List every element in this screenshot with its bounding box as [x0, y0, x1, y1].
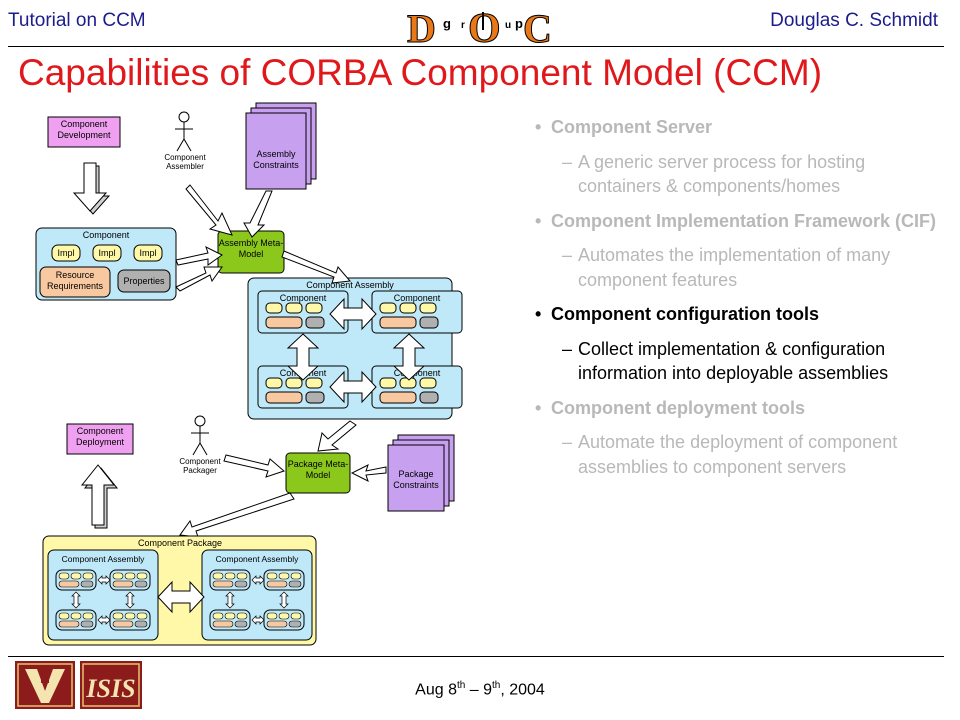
component-development-label: Component Development — [57, 119, 111, 140]
sub-bullet-cif: –Automates the implementation of many co… — [562, 245, 891, 290]
develop-to-component-arrow — [72, 162, 111, 215]
package-to-deployment-arrow — [80, 464, 119, 529]
impl-box-3 — [133, 244, 163, 262]
assembly-to-package-arrow — [317, 420, 357, 452]
component-package-label: Component Package — [138, 538, 222, 548]
svg-text:Component: Component — [394, 293, 441, 303]
footer-divider — [8, 656, 944, 657]
sub-bullet-component-server: –A generic server process for hosting co… — [562, 151, 866, 197]
component-assembly-label: Component Assembly — [306, 280, 394, 290]
svg-text:Impl: Impl — [98, 248, 115, 258]
package-input-arrows — [223, 454, 387, 482]
sub-bullet-deployment-tools: –Automate the deployment of component as… — [562, 432, 898, 477]
package-meta-model-label: Package Meta-Model — [287, 459, 349, 480]
bullet-cif: •Component Implementation Framework (CIF… — [535, 210, 937, 231]
component-deployment-label: Component Deployment — [75, 426, 125, 447]
resource-requirements-box — [39, 266, 111, 298]
properties-box — [117, 269, 171, 293]
meta-to-package-arrow — [179, 492, 295, 538]
component-box-label: Component — [83, 230, 130, 240]
svg-text:Impl: Impl — [57, 248, 74, 258]
meta-to-assembly-arrow — [281, 250, 351, 284]
logo-letter-p: p — [515, 16, 523, 31]
bullet-component-server: •Component Server — [535, 117, 713, 137]
doc-group-logo: D g r O u p C — [407, 6, 553, 49]
isis-logo: ISIS — [80, 661, 142, 709]
package-constraints-stack — [387, 434, 455, 512]
svg-text:Component: Component — [394, 368, 441, 378]
bullet-deployment-tools: •Component deployment tools — [535, 397, 805, 418]
svg-text:Component: Component — [280, 293, 327, 303]
properties-label: Properties — [123, 276, 165, 286]
svg-text:Impl: Impl — [139, 248, 156, 258]
logo-letter-o: O — [468, 6, 501, 48]
isis-logo-text: ISIS — [85, 674, 135, 703]
bullet-configuration-tools: •Component configuration tools — [535, 304, 819, 324]
logo-letter-d: D — [407, 6, 436, 48]
assembly-input-arrows — [175, 184, 273, 292]
svg-text:Component Assembly: Component Assembly — [62, 554, 145, 564]
sub-bullet-configuration-tools: –Collect implementation & configuration … — [562, 338, 889, 384]
slide-title: Capabilities of CORBA Component Model (C… — [18, 52, 823, 93]
component-packager-actor-icon — [190, 415, 210, 456]
header-author: Douglas C. Schmidt — [770, 10, 938, 31]
assembly-constraints-label: Assembly Constraints — [253, 149, 299, 170]
component-assembler-actor-icon — [174, 111, 194, 152]
component-deployment-box — [66, 423, 134, 455]
footer-date: Aug 8th – 9th, 2004 — [415, 680, 545, 699]
header-course-title: Tutorial on CCM — [8, 10, 146, 31]
component-development-box — [47, 116, 121, 148]
bullet-list: •Component Server –A generic server proc… — [535, 105, 945, 479]
svg-text:Component Assembly: Component Assembly — [216, 554, 299, 564]
assembly-constraints-stack — [245, 102, 317, 190]
logo-letter-g: g — [443, 16, 451, 31]
component-assembler-label: Component Assembler — [164, 153, 206, 171]
ccm-diagram: Component Development Component Assemble… — [35, 102, 463, 646]
logo-letter-r: r — [461, 20, 465, 31]
package-constraints-label: Package Constraints — [393, 469, 439, 490]
impl-box-1 — [51, 244, 81, 262]
resource-requirements-label: Resource Requirements — [46, 270, 104, 291]
logo-letter-c: C — [523, 6, 552, 48]
vanderbilt-logo — [15, 661, 75, 709]
logo-letter-u: u — [505, 20, 511, 31]
header-divider — [8, 46, 944, 47]
impl-box-2 — [92, 244, 122, 262]
assembly-meta-model-label: Assembly Meta-Model — [218, 238, 284, 259]
component-packager-label: Component Packager — [179, 457, 221, 475]
package-meta-model-box — [285, 452, 351, 494]
